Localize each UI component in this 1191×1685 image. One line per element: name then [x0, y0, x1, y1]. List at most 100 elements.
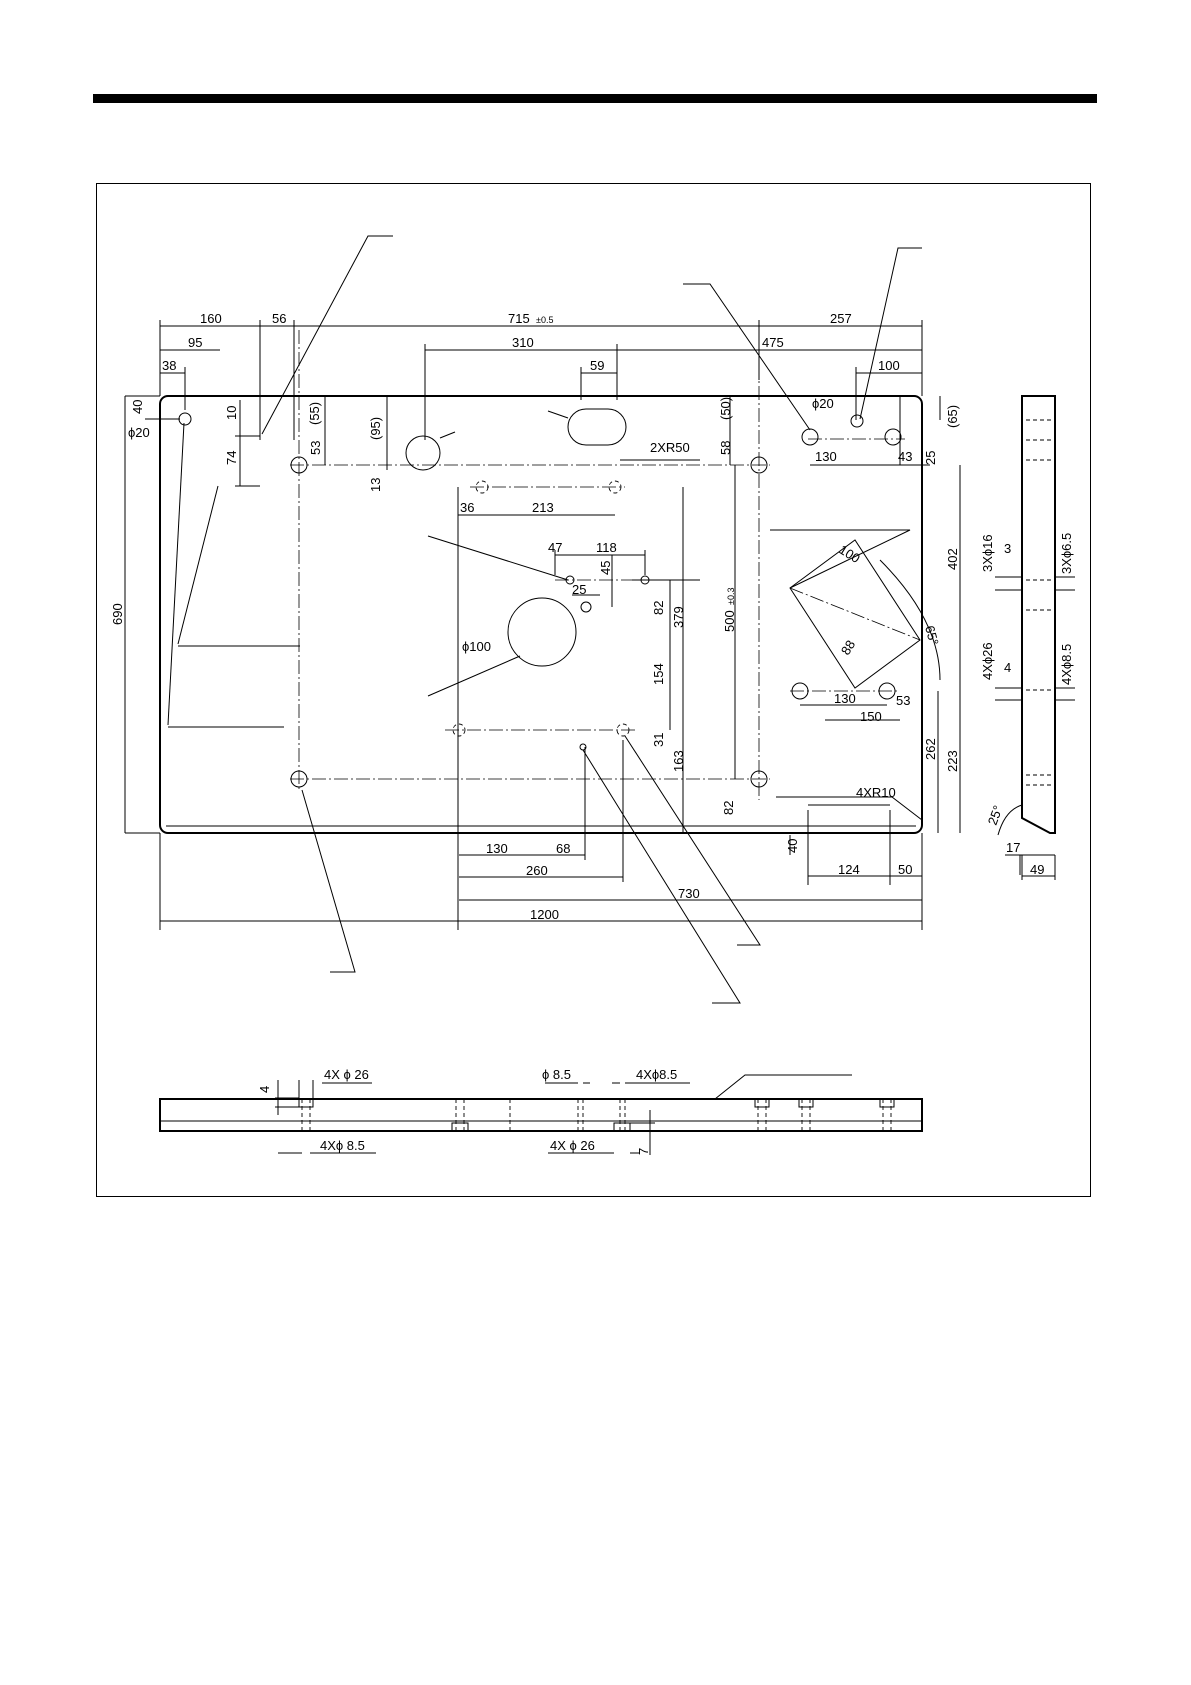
dim-257: 257: [830, 311, 852, 326]
side-dimensions: 3Xϕ16 3 3Xϕ6.5 4Xϕ26 4 4Xϕ8.5 25° 17 49: [980, 533, 1074, 877]
dim-36: 36: [460, 500, 474, 515]
cord-hole: [405, 435, 441, 471]
front-dim-4x8-5-top: 4Xϕ8.5: [636, 1067, 677, 1082]
front-dimensions: 4 4X ϕ 26 ϕ 8.5 4Xϕ8.5 4Xϕ 8.5 4X ϕ 26 7: [257, 1067, 677, 1155]
side-hidden-holes: [1026, 419, 1055, 786]
side-dim-49: 49: [1030, 862, 1044, 877]
dim-402: 402: [945, 548, 960, 570]
front-dim-4x26-top: 4X ϕ 26: [324, 1067, 369, 1082]
dim-100: 100: [878, 358, 900, 373]
dim-47: 47: [548, 540, 562, 555]
angle-arc: [879, 559, 941, 681]
dim-31: 31: [651, 733, 666, 747]
dim-500: 500: [722, 610, 737, 632]
dim-130-bottom: 130: [486, 841, 508, 856]
side-outline: [1021, 395, 1056, 834]
dim-310: 310: [512, 335, 534, 350]
dim-dia-100: ϕ100: [462, 639, 491, 654]
dim-38: 38: [162, 358, 176, 373]
dim-130-lower: 130: [834, 691, 856, 706]
mount-hole: [290, 770, 308, 788]
dim-65-ref: (65): [945, 405, 960, 428]
hole: [791, 682, 809, 700]
dim-58: 58: [718, 441, 733, 455]
dim-53: 53: [308, 441, 323, 455]
slot-radius: 2XR50: [650, 440, 690, 455]
hidden-hole: [475, 480, 489, 494]
front-dim-4x26-bottom: 4X ϕ 26: [550, 1138, 595, 1153]
centerline: [789, 587, 921, 641]
front-dim-4x8-5-bottom: 4Xϕ 8.5: [320, 1138, 365, 1153]
dim-690: 690: [110, 603, 125, 625]
dim-40: 40: [130, 400, 145, 414]
mount-hole: [290, 456, 308, 474]
hidden-hole: [452, 723, 466, 737]
hidden-hole: [616, 723, 630, 737]
plan-dimension-lines: [124, 320, 961, 930]
front-dimension-lines: [275, 1074, 852, 1155]
side-dim-4x8-5: 4Xϕ8.5: [1059, 644, 1074, 685]
dim-dia-20-right: ϕ20: [812, 396, 834, 411]
dim-379: 379: [671, 606, 686, 628]
dim-74: 74: [224, 451, 239, 465]
dim-13: 13: [368, 478, 383, 492]
front-outline: [159, 1098, 923, 1132]
dim-10: 10: [224, 406, 239, 420]
side-dim-4: 4: [1004, 660, 1011, 675]
side-view: 3Xϕ16 3 3Xϕ6.5 4Xϕ26 4 4Xϕ8.5 25° 17 49: [980, 395, 1075, 880]
header-rule: [93, 94, 1097, 103]
small-hole: [580, 601, 592, 613]
mount-hole: [750, 770, 768, 788]
corner-radius: 4XR10: [856, 785, 896, 800]
side-dim-17: 17: [1006, 840, 1020, 855]
dim-95-ref: (95): [368, 417, 383, 440]
front-dim-4: 4: [257, 1086, 272, 1093]
hidden-hole: [608, 480, 622, 494]
drawing-frame: [96, 183, 1091, 1197]
front-counterbores: [298, 1098, 895, 1132]
front-hidden-holes: [301, 1099, 892, 1131]
dim-118: 118: [596, 540, 617, 555]
dim-500-tolerance: ±0.3: [726, 588, 736, 605]
dim-82-lower: 82: [721, 801, 736, 815]
dim-40-right: 40: [785, 839, 800, 853]
dim-88: 88: [838, 637, 858, 657]
side-dim-3x16: 3Xϕ16: [980, 534, 995, 572]
dim-50: 50: [898, 862, 912, 877]
dim-223: 223: [945, 750, 960, 772]
dim-45: 45: [598, 561, 613, 575]
plan-view: 160 56 715 ±0.5 257 95 310 475 38 59 100…: [110, 235, 961, 1004]
side-angle-25: 25°: [985, 803, 1006, 827]
dim-124: 124: [838, 862, 860, 877]
hole: [884, 428, 902, 446]
dim-163: 163: [671, 750, 686, 772]
dim-dia-20: ϕ20: [128, 425, 150, 440]
dim-160: 160: [200, 311, 222, 326]
slot: [567, 408, 627, 446]
front-dim-7: 7: [636, 1148, 651, 1155]
hole: [178, 412, 192, 426]
dim-213: 213: [532, 500, 554, 515]
dim-715: 715: [508, 311, 530, 326]
motor-hole: [507, 597, 577, 667]
dim-262: 262: [923, 738, 938, 760]
dim-55: (55): [307, 402, 322, 425]
plan-dimensions: 160 56 715 ±0.5 257 95 310 475 38 59 100…: [110, 311, 960, 922]
dim-260: 260: [526, 863, 548, 878]
leader-lines: [167, 235, 923, 1004]
dim-82-upper: 82: [651, 601, 666, 615]
dim-150: 150: [860, 709, 882, 724]
dim-59: 59: [590, 358, 604, 373]
dim-95: 95: [188, 335, 202, 350]
dim-154: 154: [651, 663, 666, 685]
dim-130-top: 130: [815, 449, 837, 464]
dim-730: 730: [678, 886, 700, 901]
front-dim-dia-8-5: ϕ 8.5: [542, 1067, 571, 1082]
dim-43: 43: [898, 449, 912, 464]
side-dim-3x6-5: 3Xϕ6.5: [1059, 533, 1074, 574]
hole: [850, 414, 864, 428]
side-dimension-lines: [995, 576, 1075, 880]
dim-68: 68: [556, 841, 570, 856]
dim-25: 25: [572, 582, 586, 597]
